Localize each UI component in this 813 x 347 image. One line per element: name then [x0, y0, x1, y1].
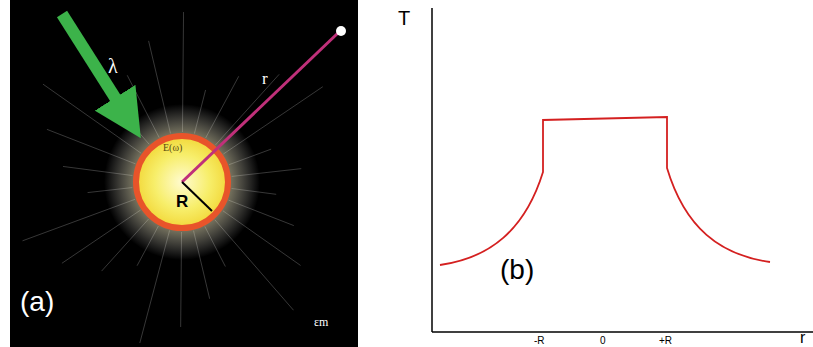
light-arrow — [62, 14, 128, 118]
distance-label: r — [262, 70, 268, 87]
observation-point — [336, 26, 346, 36]
sphere-glow — [104, 104, 260, 260]
panel-label: (b) — [500, 256, 534, 284]
tick-label: -R — [534, 336, 545, 346]
tick-label: +R — [659, 336, 672, 346]
temperature-curve — [440, 117, 770, 265]
panel-label: (a) — [20, 288, 54, 316]
axis-label: r — [800, 330, 805, 346]
medium-label: εm — [314, 316, 328, 328]
axis-label: T — [398, 8, 410, 28]
tick-label: 0 — [600, 336, 606, 346]
distance-line — [182, 33, 338, 182]
glow-rays — [23, 12, 323, 343]
radius-label: R — [176, 193, 188, 210]
wavelength-label: λ — [108, 56, 118, 76]
field-label: E(ω) — [163, 143, 182, 153]
y-axis — [431, 8, 433, 332]
x-axis — [432, 331, 813, 333]
black-panel — [10, 0, 358, 347]
